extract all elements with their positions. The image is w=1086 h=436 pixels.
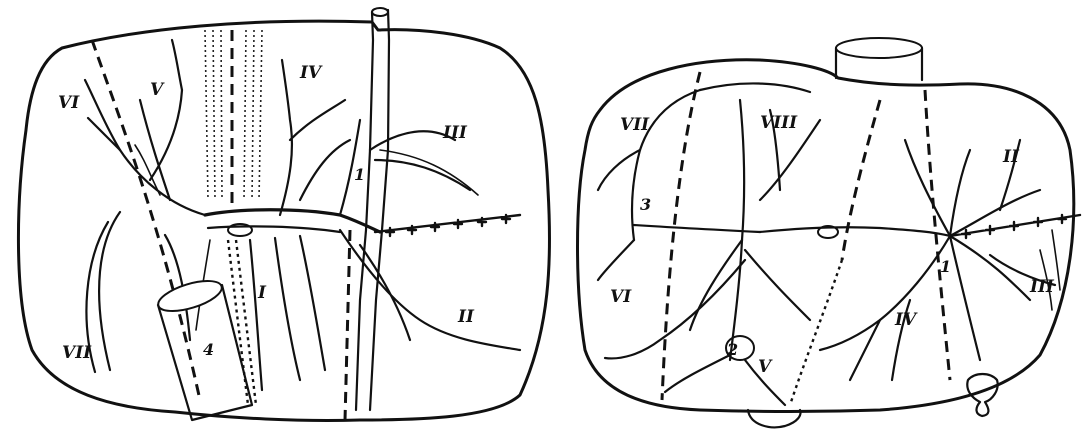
- left-segment-label-iv: IV: [299, 63, 323, 83]
- left-hilum-band: [205, 210, 380, 232]
- left-vena-cava: [356, 12, 373, 410]
- right-vessel-tree: [598, 83, 1060, 405]
- left-cross-line: [375, 215, 520, 236]
- left-segment-label-iii: III: [442, 123, 468, 143]
- right-segment-label-vii: VII: [620, 115, 650, 135]
- right-dashed-line-2: [842, 100, 880, 260]
- left-number-label-4: 4: [203, 340, 214, 359]
- left-dashed-line-3: [345, 230, 350, 420]
- right-liver-outline: [578, 60, 1074, 412]
- right-segment-label-vi: VI: [610, 287, 632, 307]
- right-segment-label-v: V: [758, 357, 773, 377]
- left-number-label-1: 1: [354, 165, 365, 184]
- right-number-label-1: 1: [940, 257, 951, 276]
- right-cross-line: [950, 215, 1080, 238]
- left-segment-label-v: V: [150, 80, 165, 100]
- right-vena-cava: [836, 38, 922, 80]
- right-round-ligament: [967, 374, 997, 416]
- right-dashed-line-1: [662, 72, 700, 400]
- right-segment-label-ii: II: [1002, 147, 1020, 167]
- left-segment-label-ii: II: [457, 307, 475, 327]
- right-segment-label-viii: VIII: [760, 113, 798, 133]
- left-dashed-line-1: [92, 40, 200, 400]
- left-vena-cava-cap: [372, 8, 388, 16]
- left-segment-label-vii: VII: [62, 343, 92, 363]
- left-segment-label-i: I: [257, 283, 267, 303]
- right-number-label-2: 2: [726, 340, 738, 359]
- right-segment-label-iii: III: [1029, 277, 1055, 297]
- right-number-label-3: 3: [640, 195, 651, 214]
- left-segment-label-vi: VI: [58, 93, 80, 113]
- left-liver-view: VI V IV III II I VII 4 1: [18, 8, 549, 421]
- right-dotted-line: [790, 260, 842, 405]
- right-liver-view: VII VIII II VI V IV III 3 2 1: [578, 38, 1081, 427]
- right-segment-label-iv: IV: [894, 310, 918, 330]
